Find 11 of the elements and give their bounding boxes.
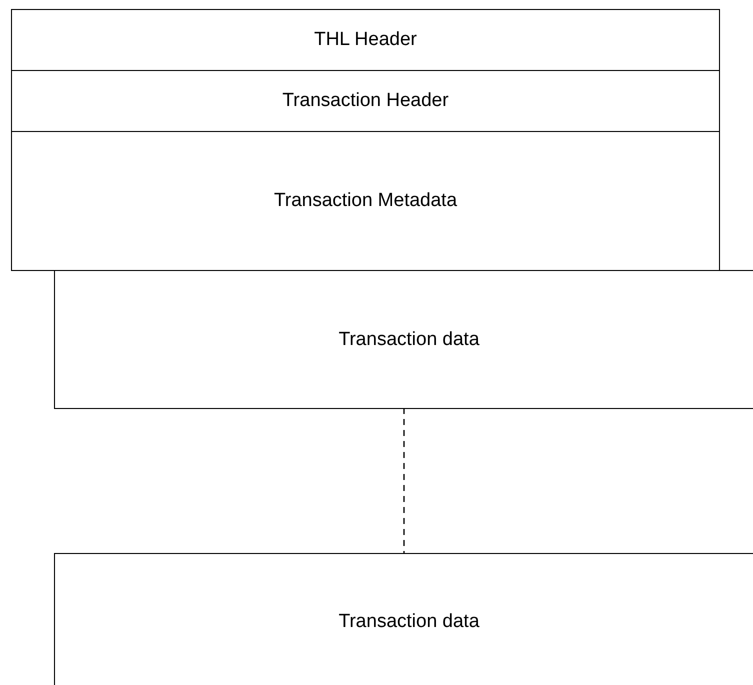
block-label: Transaction data [338,328,480,352]
block-label: Transaction Metadata [274,189,458,213]
block-label: THL Header [314,28,417,52]
connector-line [403,408,405,553]
block-box [11,9,720,71]
block-box [11,131,720,271]
block-box [54,553,753,685]
block-label: Transaction Header [282,89,449,113]
block-label: Transaction data [338,610,480,634]
block-box [11,70,720,132]
block-box [54,270,753,409]
